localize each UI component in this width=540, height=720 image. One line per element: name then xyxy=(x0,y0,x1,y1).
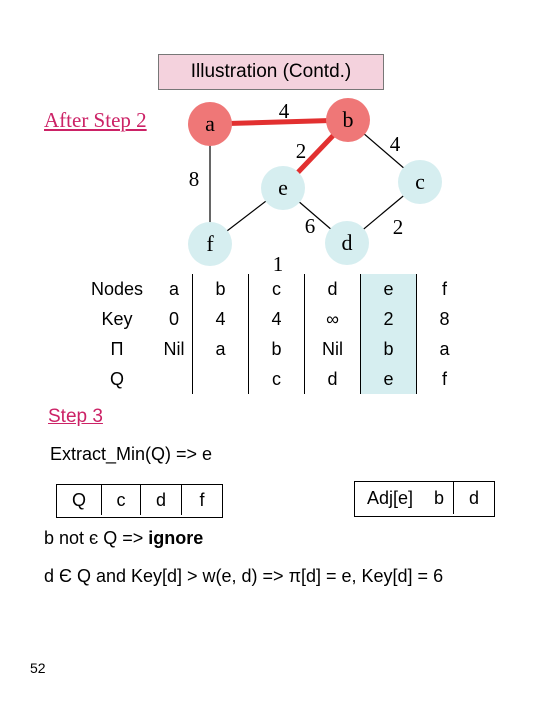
weight-a-f: 8 xyxy=(189,167,200,191)
cell-key-label: Key xyxy=(101,308,133,329)
cell-q-b xyxy=(192,364,249,394)
cell-key-d: ∞ xyxy=(304,304,361,334)
table-row-pi: Π Nil a b Nil b a xyxy=(78,334,472,364)
rule-line-update: d Є Q and Key[d] > w(e, d) => π[d] = e, … xyxy=(44,566,444,586)
cell-key-b: 4 xyxy=(192,304,249,334)
node-label-f: f xyxy=(206,231,214,256)
cell-pi-d: Nil xyxy=(304,334,361,364)
cell-nodes-c: c xyxy=(248,274,305,304)
adjacency-box: Adj[e] b d xyxy=(354,481,495,517)
page-number: 52 xyxy=(30,660,46,676)
rule-line-ignore-text: b not є Q => xyxy=(44,528,149,548)
cell-q-d: d xyxy=(304,364,361,394)
cell-nodes-f: f xyxy=(441,278,447,299)
queue-box: Q c d f xyxy=(56,484,223,518)
cell-pi-e: b xyxy=(360,334,417,364)
cell-nodes-d: d xyxy=(304,274,361,304)
queue-item-c: c xyxy=(116,489,126,510)
cell-q-label: Q xyxy=(109,368,124,389)
node-d xyxy=(325,221,369,265)
rule-line-ignore-bold: ignore xyxy=(148,528,204,548)
weight-b-c: 4 xyxy=(390,132,401,156)
cell-pi-f: a xyxy=(439,338,450,359)
edge-a-b xyxy=(209,117,349,127)
queue-item-f: f xyxy=(181,485,222,515)
cell-key-f: 8 xyxy=(439,308,450,329)
title-box: Illustration (Contd.) xyxy=(158,54,384,90)
step-heading: Step 3 xyxy=(48,406,103,427)
extract-min-text: Extract_Min(Q) => e xyxy=(50,444,213,464)
adjacency-label: Adj[e] xyxy=(366,487,414,508)
cell-q-e: e xyxy=(360,364,417,394)
node-b xyxy=(326,98,370,142)
cell-q-a xyxy=(156,364,193,394)
weight-e-f: 1 xyxy=(273,252,284,276)
adjacency-item-b: b xyxy=(433,487,444,508)
rule-line-ignore: b not є Q => ignore xyxy=(44,528,203,549)
node-f xyxy=(188,222,232,266)
cell-q-c: c xyxy=(248,364,305,394)
table-row-key: Key 0 4 4 ∞ 2 8 xyxy=(78,304,472,334)
cell-nodes-b: b xyxy=(192,274,249,304)
node-label-d: d xyxy=(342,230,353,255)
subtitle: After Step 2 xyxy=(44,108,147,132)
weight-b-e: 2 xyxy=(296,139,307,163)
cell-key-e: 2 xyxy=(360,304,417,334)
table-row-q: Q c d e f xyxy=(78,364,472,394)
cell-nodes-a: a xyxy=(156,274,193,304)
cell-nodes-label: Nodes xyxy=(90,278,144,299)
node-c xyxy=(398,160,442,204)
node-label-e: e xyxy=(278,175,288,200)
queue-label: Q xyxy=(57,485,102,515)
adjacency-item-d: d xyxy=(453,482,494,514)
node-label-b: b xyxy=(343,107,354,132)
weight-a-b: 4 xyxy=(279,99,290,123)
node-a xyxy=(188,102,232,146)
cell-pi-label: Π xyxy=(110,338,124,359)
node-label-c: c xyxy=(415,169,425,194)
cell-nodes-e: e xyxy=(360,274,417,304)
node-label-a: a xyxy=(205,111,215,136)
node-e xyxy=(261,166,305,210)
cell-pi-b: a xyxy=(192,334,249,364)
title: Illustration (Contd.) xyxy=(190,61,352,82)
cell-key-c: 4 xyxy=(248,304,305,334)
table-row-nodes: Nodes a b c d e f xyxy=(78,274,472,304)
cell-pi-a: Nil xyxy=(156,334,193,364)
weight-e-d: 6 xyxy=(305,214,316,238)
key-table: Nodes a b c d e f Key 0 4 4 ∞ 2 8 Π Nil … xyxy=(78,274,472,394)
queue-item-d: d xyxy=(140,485,181,515)
cell-key-a: 0 xyxy=(156,304,193,334)
weight-c-d: 2 xyxy=(393,215,404,239)
cell-pi-c: b xyxy=(248,334,305,364)
cell-q-f: f xyxy=(441,368,447,389)
